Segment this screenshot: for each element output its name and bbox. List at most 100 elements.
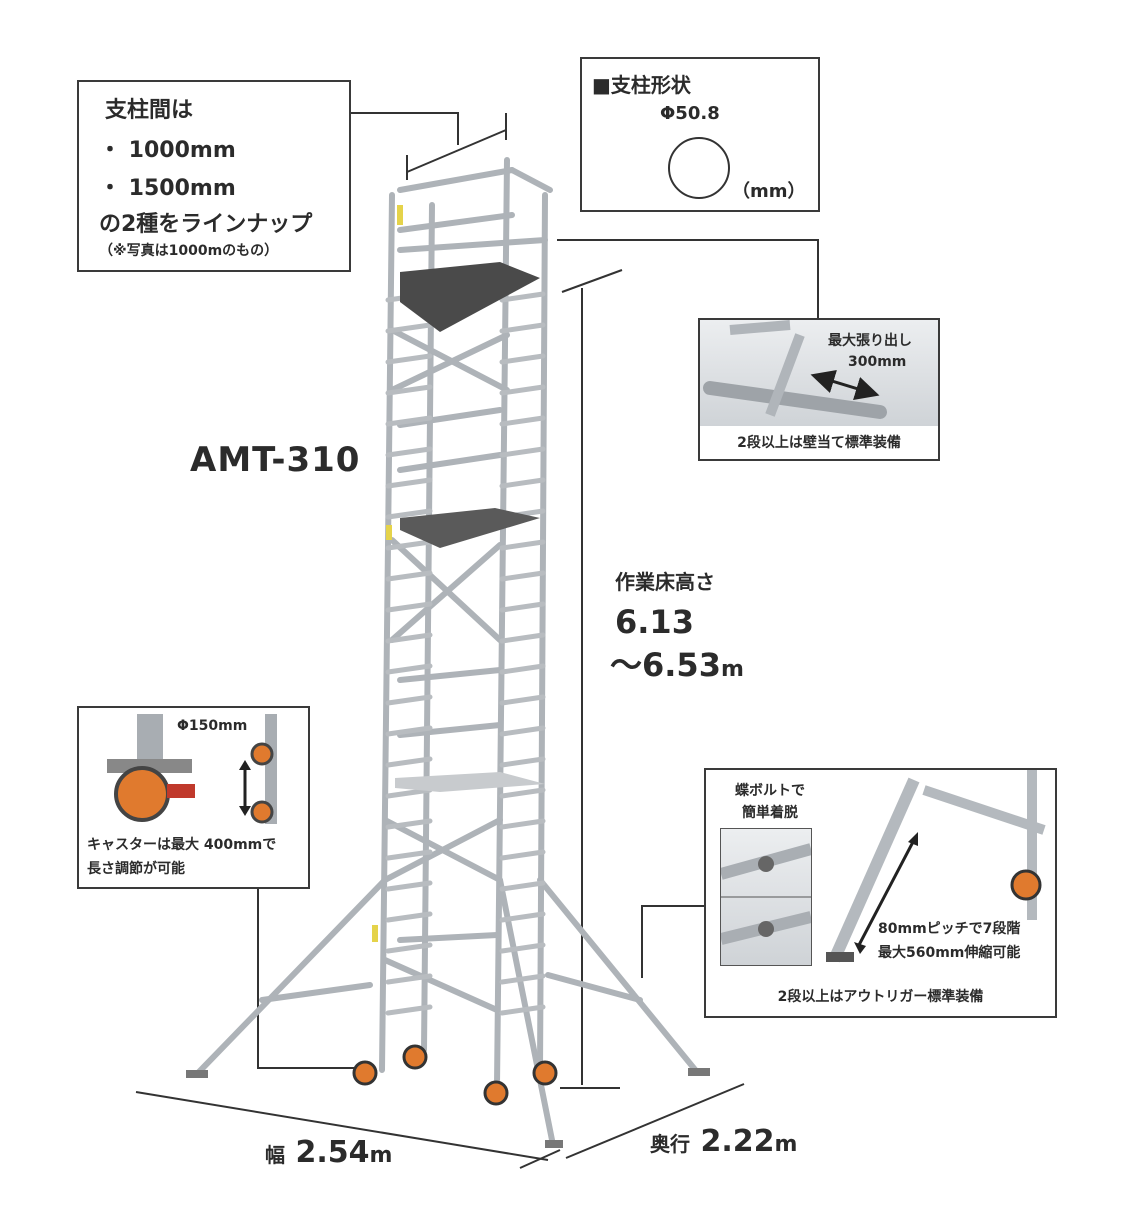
spacing-leader-line (350, 112, 459, 145)
height-value-min: 6.13 (615, 603, 694, 641)
ladder-rung (499, 539, 546, 551)
caster-adjust-line1: キャスターは最大 400mmで (87, 837, 277, 853)
scaffold-frame (193, 157, 700, 1148)
mid-platform (400, 508, 540, 548)
ladder-rung (385, 911, 433, 923)
dimension-lines (135, 112, 819, 1169)
ladder-rung (499, 601, 546, 613)
ladder-rung (385, 1004, 433, 1016)
caster-wheel (483, 1080, 509, 1106)
casters (186, 1044, 710, 1148)
ladder-rung (499, 849, 546, 861)
spacing-dimension-line (406, 129, 507, 173)
ladder-rung (385, 694, 433, 706)
post-unit: （mm） (732, 181, 806, 202)
ladder-rung (385, 725, 433, 737)
ladder-rung (385, 508, 433, 520)
ladder-rung (385, 601, 433, 613)
caster-callout: Φ150mm キャスターは最大 400mmで 長さ調節が可能 (77, 706, 310, 889)
height-unit: m (720, 657, 744, 682)
spacing-option-1000: ・ 1000mm (99, 138, 236, 163)
caster-diameter: Φ150mm (177, 718, 248, 734)
ladder-rung (385, 415, 433, 427)
ladder-rung (385, 384, 433, 396)
ladder-rung (499, 880, 546, 892)
ladder-rungs (385, 291, 546, 1016)
wall-bracket-caption: 2段以上は壁当て標準装備 (737, 435, 901, 451)
pitch-label-1: 80mmピッチで7段階 (878, 921, 1021, 937)
depth-label: 奥行 (650, 1132, 690, 1156)
depth-unit: m (774, 1132, 798, 1157)
ladder-rung (499, 756, 546, 768)
ladder-rung (385, 477, 433, 489)
ladder-rung (499, 725, 546, 737)
ladder-rung (385, 849, 433, 861)
wall-bracket-callout: 最大張り出し 300mm 2段以上は壁当て標準装備 (698, 318, 940, 461)
spacing-option-1500: ・ 1500mm (99, 176, 236, 201)
outrigger-foot (545, 1140, 563, 1148)
caster-wheel (532, 1060, 558, 1086)
ladder-rung (385, 880, 433, 892)
caster-adjust-line2: 長さ調節が可能 (87, 861, 185, 877)
outrigger-foot (186, 1070, 208, 1078)
post-shape-callout: ■支柱形状 Φ50.8 （mm） (580, 57, 820, 212)
ladder-rung (385, 756, 433, 768)
post-leader-line (557, 239, 819, 318)
spacing-lineup-text: の2種をラインナップ (99, 212, 313, 237)
ladder-rung (499, 477, 546, 489)
spacing-note: （※写真は1000mのもの） (99, 243, 279, 259)
ladder-rung (385, 787, 433, 799)
outrigger-leader-line (641, 905, 704, 978)
width-unit: m (369, 1143, 393, 1168)
ladder-rung (385, 632, 433, 644)
ladder-rung (385, 570, 433, 582)
width-value: 2.54 (295, 1135, 370, 1170)
caster-photo (107, 714, 277, 824)
ladder-rung (499, 632, 546, 644)
ladder-rung (385, 973, 433, 985)
caster-leader-line (257, 888, 355, 1069)
ladder-rung (499, 322, 546, 334)
ladder-rung (385, 663, 433, 675)
overhang-label: 最大張り出し (828, 333, 912, 349)
width-dimension: 幅 2.54m (265, 1135, 392, 1170)
overhang-value: 300mm (848, 354, 907, 370)
depth-value: 2.22 (700, 1124, 775, 1159)
ladder-rung (499, 911, 546, 923)
top-platform (400, 262, 540, 332)
ladder-rung (499, 818, 546, 830)
ladder-rung (499, 942, 546, 954)
ladder-rung (499, 694, 546, 706)
ladder-rung (499, 787, 546, 799)
outrigger-photo (826, 770, 1046, 963)
spacing-callout: 支柱間は ・ 1000mm ・ 1500mm の2種をラインナップ （※写真は1… (77, 80, 351, 272)
outrigger-foot (688, 1068, 710, 1076)
ladder-rung (499, 446, 546, 458)
ladder-rung (385, 818, 433, 830)
ladder-rung (499, 415, 546, 427)
width-label: 幅 (265, 1143, 285, 1167)
pitch-label-2: 最大560mm伸縮可能 (878, 945, 1021, 961)
ladder-rung (385, 539, 433, 551)
caster-wheel (352, 1060, 378, 1086)
depth-dimension: 奥行 2.22m (650, 1124, 797, 1159)
ladder-rung (385, 446, 433, 458)
low-platform (395, 772, 545, 792)
height-value-max: ～6.53m (610, 646, 744, 684)
caster-wheel (402, 1044, 428, 1070)
ladder-rung (499, 1004, 546, 1016)
depth-dimension-line (565, 1083, 745, 1159)
ladder-rung (499, 973, 546, 985)
bolt-label-2: 簡単着脱 (742, 805, 798, 821)
width-dimension-line (135, 1091, 549, 1161)
ladder-rung (499, 663, 546, 675)
ladder-rung (499, 353, 546, 365)
ladder-rung (385, 322, 433, 334)
yellow-markers (372, 205, 403, 942)
ladder-rung (499, 291, 546, 303)
post-diameter: Φ50.8 (660, 103, 720, 124)
ladder-rung (385, 942, 433, 954)
ladder-rung (385, 353, 433, 365)
outrigger-callout: 蝶ボルトで 簡単着脱 80mmピッチで7段階 最大560mm伸縮可能 2段以上は… (704, 768, 1057, 1018)
